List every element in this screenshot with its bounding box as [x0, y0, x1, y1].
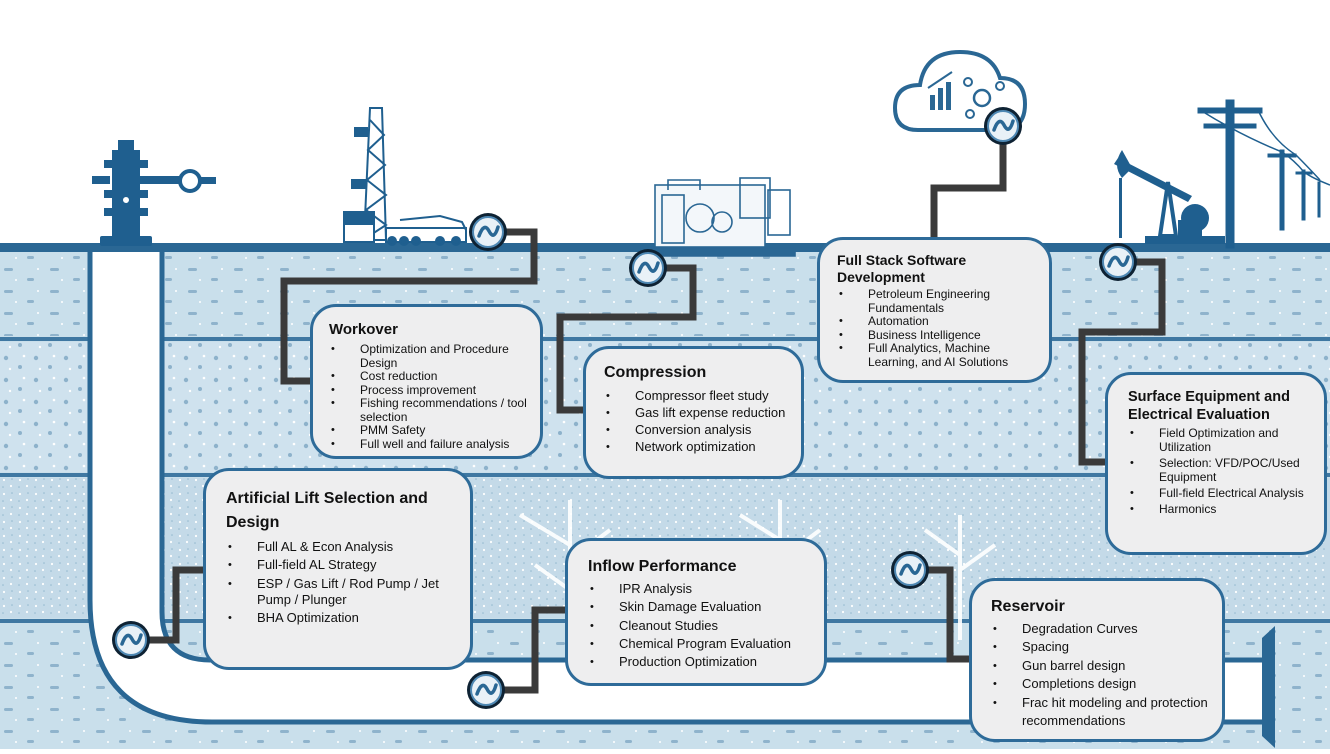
- artificial-lift-item: ESP / Gas Lift / Rod Pump / Jet Pump / P…: [226, 576, 456, 608]
- compression-list: Compressor fleet study Gas lift expense …: [604, 388, 793, 455]
- workover-item: Optimization and Procedure Design: [329, 342, 530, 370]
- inflow-performance-title: Inflow Performance: [588, 558, 737, 575]
- company-logo-node-icon: [629, 249, 667, 287]
- artificial-lift-title: Artificial Lift Selection and Design: [226, 490, 428, 531]
- software-card: Full Stack Software Development Petroleu…: [817, 237, 1052, 383]
- inflow-performance-item: Cleanout Studies: [588, 618, 814, 634]
- inflow-performance-list: IPR Analysis Skin Damage Evaluation Clea…: [588, 581, 814, 670]
- software-item: Automation: [837, 314, 1039, 329]
- artificial-lift-list: Full AL & Econ Analysis Full-field AL St…: [226, 539, 456, 626]
- inflow-performance-item: Skin Damage Evaluation: [588, 599, 814, 615]
- compression-item: Gas lift expense reduction: [604, 405, 793, 421]
- workover-item: Fishing recommendations / tool selection: [329, 396, 530, 424]
- compression-card: Compression Compressor fleet study Gas l…: [583, 346, 804, 479]
- inflow-performance-card: Inflow Performance IPR Analysis Skin Dam…: [565, 538, 827, 686]
- inflow-performance-item: IPR Analysis: [588, 581, 814, 597]
- software-item: Petroleum Engineering Fundamentals: [837, 287, 1039, 315]
- workover-title: Workover: [329, 321, 398, 338]
- surface-equipment-item: Full-field Electrical Analysis: [1128, 486, 1314, 500]
- surface-equipment-item: Field Optimization and Utilization: [1128, 426, 1314, 454]
- surface-equipment-item: Harmonics: [1128, 502, 1314, 516]
- surface-equipment-card: Surface Equipment and Electrical Evaluat…: [1105, 372, 1327, 555]
- connector-lines: [135, 128, 1166, 694]
- artificial-lift-item: Full-field AL Strategy: [226, 557, 456, 573]
- company-logo-node-icon: [1099, 243, 1137, 281]
- workover-list: Optimization and Procedure Design Cost r…: [329, 342, 530, 452]
- company-logo-node-icon: [984, 107, 1022, 145]
- pumpjack-icon: [1114, 150, 1225, 244]
- artificial-lift-card: Artificial Lift Selection and Design Ful…: [203, 468, 473, 670]
- reservoir-item: Completions design: [991, 676, 1212, 692]
- compressor-unit-icon: [649, 177, 796, 257]
- company-logo-node-icon: [112, 621, 150, 659]
- reservoir-list: Degradation Curves Spacing Gun barrel de…: [991, 621, 1212, 730]
- wellhead-icon: [92, 140, 216, 246]
- workover-rig-icon: [343, 107, 467, 246]
- inflow-performance-item: Chemical Program Evaluation: [588, 636, 814, 652]
- compression-item: Conversion analysis: [604, 422, 793, 438]
- reservoir-item: Spacing: [991, 639, 1212, 655]
- workover-item: Full well and failure analysis: [329, 437, 530, 452]
- surface-equipment-title: Surface Equipment and Electrical Evaluat…: [1128, 389, 1290, 423]
- company-logo-node-icon: [469, 213, 507, 251]
- surface-equipment-list: Field Optimization and Utilization Selec…: [1128, 426, 1314, 516]
- compression-title: Compression: [604, 364, 707, 381]
- reservoir-title: Reservoir: [991, 598, 1065, 615]
- artificial-lift-item: BHA Optimization: [226, 610, 456, 626]
- workover-item: Process improvement: [329, 383, 530, 398]
- software-list: Petroleum Engineering Fundamentals Autom…: [837, 287, 1039, 369]
- software-item: Business Intelligence: [837, 328, 1039, 343]
- software-item: Full Analytics, Machine Learning, and AI…: [837, 341, 1039, 369]
- workover-item: PMM Safety: [329, 423, 530, 438]
- inflow-performance-item: Production Optimization: [588, 654, 814, 670]
- surface-equipment-item: Selection: VFD/POC/Used Equipment: [1128, 456, 1314, 484]
- company-logo-node-icon: [891, 551, 929, 589]
- company-logo-node-icon: [467, 671, 505, 709]
- reservoir-item: Gun barrel design: [991, 658, 1212, 674]
- reservoir-item: Frac hit modeling and protection recomme…: [991, 694, 1212, 730]
- reservoir-card: Reservoir Degradation Curves Spacing Gun…: [969, 578, 1225, 742]
- compression-item: Compressor fleet study: [604, 388, 793, 404]
- software-title: Full Stack Software Development: [837, 252, 967, 285]
- artificial-lift-item: Full AL & Econ Analysis: [226, 539, 456, 555]
- power-pole-icon: [1197, 99, 1330, 249]
- reservoir-item: Degradation Curves: [991, 621, 1212, 637]
- logo-nodes: [112, 107, 1137, 709]
- workover-card: Workover Optimization and Procedure Desi…: [310, 304, 543, 459]
- workover-item: Cost reduction: [329, 369, 530, 384]
- compression-item: Network optimization: [604, 439, 793, 455]
